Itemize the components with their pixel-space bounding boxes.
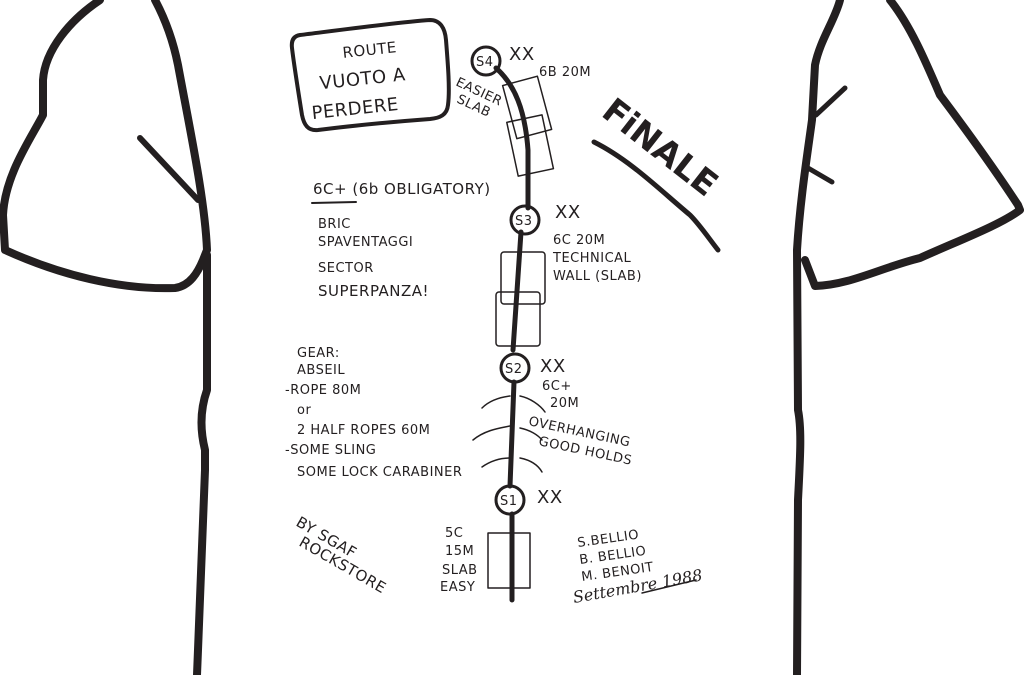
overhang-marks [472, 395, 546, 473]
pitch-side-note: 5C [445, 526, 463, 541]
location-line-4: SUPERPANZA! [318, 282, 429, 300]
tshirt-left-outline [0, 0, 211, 675]
pitch-note: 6C 20M [553, 233, 605, 248]
station-label: S1 [500, 494, 518, 509]
location-line-1: BRIC [318, 217, 351, 232]
crag-name: FiNALE [591, 91, 725, 253]
station-s3: S3 XX 6C 20M TECHNICAL WALL (SLAB) [509, 202, 642, 284]
gear-item: or [297, 403, 311, 418]
pitch-note: 6B 20M [539, 65, 591, 80]
pitch-note: 6C+ [542, 379, 572, 394]
anchor-mark: XX [537, 487, 563, 508]
gear-heading: GEAR: [297, 346, 340, 361]
station-label: S4 [476, 55, 494, 70]
pitch-side-note: 15M [445, 544, 474, 559]
location-line-3: SECTOR [318, 261, 374, 276]
route-summary: 6C+ (6b OBLIGATORY) BRIC SPAVENTAGGI SEC… [311, 180, 491, 300]
pitch-note: 20M [550, 396, 579, 411]
gear-item: -ROPE 80M [285, 383, 361, 398]
gear-item: SOME LOCK CARABINER [297, 465, 462, 480]
pitch-side-note: EASY [440, 580, 475, 595]
station-s1: S1 XX 5C 15M SLAB EASY [440, 484, 563, 595]
title-line-3: PERDERE [311, 94, 400, 124]
pitch-side-note: SLAB [442, 563, 478, 578]
gear-list: GEAR: ABSEIL -ROPE 80M or 2 HALF ROPES 6… [285, 346, 462, 480]
station-s2: S2 XX 6C+ 20M OVERHANGING GOOD HOLDS [499, 352, 633, 469]
pitch-note: WALL (SLAB) [553, 269, 642, 284]
route-line [493, 65, 531, 603]
authors-block: S.BELLIO B. BELLIO M. BENOIT Settembre 1… [571, 527, 703, 606]
route-title-box: ROUTE VUOTO A PERDERE [289, 18, 451, 133]
station-label: S2 [505, 362, 523, 377]
pitch-note: TECHNICAL [552, 251, 632, 266]
location-line-2: SPAVENTAGGI [318, 235, 413, 250]
grade-summary: 6C+ (6b OBLIGATORY) [313, 180, 491, 198]
anchor-mark: XX [540, 356, 566, 377]
gear-item: -SOME SLING [285, 443, 376, 458]
title-line-2: VUOTO A [319, 64, 407, 94]
tshirt-right-outline [793, 0, 1024, 675]
pitch-sections [487, 75, 555, 589]
anchor-mark: XX [509, 44, 535, 65]
title-line-1: ROUTE [342, 38, 398, 62]
anchor-mark: XX [555, 202, 581, 223]
gear-item: ABSEIL [297, 363, 345, 378]
gear-item: 2 HALF ROPES 60M [297, 423, 430, 438]
credit: BY SGAF ROCKSTORE [293, 513, 389, 597]
station-label: S3 [515, 214, 533, 229]
